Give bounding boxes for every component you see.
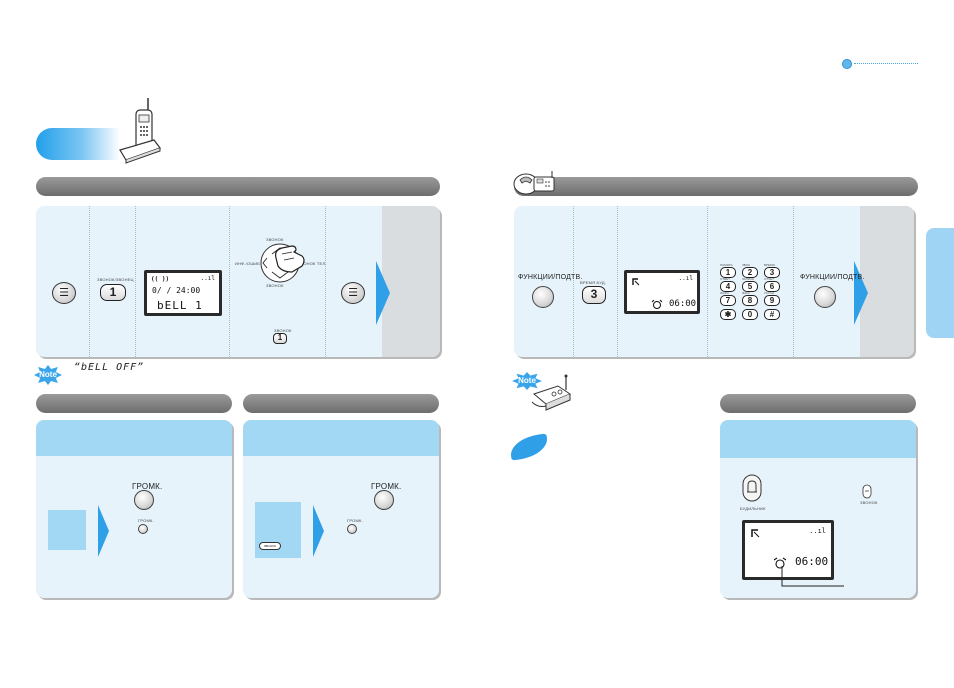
handset-section-tab — [36, 128, 120, 160]
signal-icon — [751, 529, 760, 538]
alarm-clock-icon — [651, 299, 663, 309]
base-section-bar — [514, 177, 918, 196]
func-confirm-button-1[interactable] — [532, 286, 554, 308]
finger-pointer-icon — [275, 245, 305, 273]
lcd-signal-right: ..ıl — [809, 527, 826, 535]
sub-bar-right — [720, 394, 916, 413]
sub-panel-right: БУДИЛЬНИК ЗВОНОК ..ıl 06:00 — [720, 420, 916, 598]
gromk-button[interactable] — [374, 490, 394, 510]
section-dot-icon — [842, 59, 852, 69]
nav-left-caption: ИНФ./ОШИБ — [235, 261, 261, 266]
sub-panel-mid: ЗВОНОК ГРОМК. ГРОМК. — [243, 420, 439, 598]
sub-panel-left: ГРОМК. ГРОМК. — [36, 420, 232, 598]
keypad-caption: ОТЧЕТ — [764, 277, 774, 281]
func-label-1: ФУНКЦИИ/ПОДТВ. — [518, 274, 583, 281]
keypad-caption: УСТАН — [764, 291, 774, 295]
gromk-label: ГРОМК. — [132, 482, 163, 491]
note-text: “bELL OFF” — [74, 362, 145, 373]
key-1-button[interactable]: 1 — [100, 284, 126, 301]
keypad-caption: ЗАПИСЬ — [742, 277, 755, 281]
zvonok-tag[interactable]: ЗВОНОК — [259, 542, 281, 550]
lcd-bell-level: bELL 1 — [157, 299, 203, 312]
keypad-caption: ФАКС — [742, 291, 751, 295]
keypad-key[interactable]: ✱ — [720, 309, 736, 320]
chapter-side-tab — [926, 228, 954, 338]
bell-caption: БУДИЛЬНИК — [740, 506, 766, 511]
small-key-1[interactable]: 1 — [273, 333, 287, 344]
cordless-phone-icon — [119, 98, 161, 164]
func-confirm-button-2[interactable] — [814, 286, 836, 308]
alarm-lcd: ..ıl 06:00 — [742, 520, 834, 580]
keypad-key[interactable]: 3 — [764, 267, 780, 278]
note-phone-illustration-icon — [531, 374, 572, 411]
step-arrow — [98, 505, 109, 557]
fax-machine-icon — [513, 171, 555, 195]
lcd-signal-right: ..ıl — [678, 275, 693, 282]
gromk-small-label: ГРОМК. — [347, 518, 363, 523]
keypad-caption: ОТВЕТ — [720, 277, 731, 281]
callout-line — [781, 566, 844, 587]
nav-bottom-caption: ЗВОНОК — [266, 283, 284, 288]
lcd-signal-left: (( )) — [151, 276, 170, 283]
keypad-key[interactable]: 1 — [720, 267, 736, 278]
base-lcd: ..ıl 06:00 — [624, 270, 700, 314]
nav-right-caption: ЗВОНОК ТЕЛ. — [298, 261, 327, 266]
keypad-key[interactable]: 7 — [720, 295, 736, 306]
menu-key-icon-2[interactable]: ☰ — [341, 282, 365, 304]
base-steps-panel: ФУНКЦИИ/ПОДТВ. ВРЕМЯ БУД. 3 ..ıl 06:00 П… — [514, 206, 914, 357]
gromk-label: ГРОМК. — [371, 482, 402, 491]
handset-lcd: (( )) ..ıl 0/ / 24:00 bELL 1 — [144, 270, 222, 316]
keypad-key[interactable]: 0 — [742, 309, 758, 320]
lcd-signal-right: ..ıl — [200, 275, 215, 282]
lcd-alarm-time: 06:00 — [795, 555, 829, 568]
small-caption: ЗВОНОК — [860, 500, 878, 505]
nav-top-caption: ЗВОНОК — [266, 237, 284, 242]
keypad-key[interactable]: 5 — [742, 281, 758, 292]
sub-bar-mid — [243, 394, 439, 413]
handset-section-bar — [36, 177, 440, 196]
step-arrow — [376, 261, 390, 325]
menu-key-icon[interactable]: ☰ — [52, 282, 76, 304]
keypad-key[interactable]: 4 — [720, 281, 736, 292]
gromk-button[interactable] — [134, 490, 154, 510]
note-badge-icon-2: Note — [512, 372, 542, 390]
step-arrow — [313, 505, 324, 557]
gromk-small-button[interactable] — [347, 524, 357, 534]
highlight-box — [48, 510, 86, 550]
keypad-key[interactable]: # — [764, 309, 780, 320]
key-1-caption: ЗВОНОК/ЗВОНЕЦ — [97, 277, 134, 282]
keypad-caption: ПАМЯТЬ — [720, 263, 733, 267]
handset-steps-panel: ☰ ЗВОНОК/ЗВОНЕЦ 1 (( )) ..ıl 0/ / 24:00 … — [36, 206, 440, 357]
key-3-button[interactable]: 3 — [582, 286, 606, 304]
small-key-caption: ЗВОНОК — [274, 328, 292, 333]
alarm-clock-icon — [773, 557, 787, 569]
note-badge-icon: Note — [34, 365, 62, 385]
gromk-small-label: ГРОМК. — [138, 518, 154, 523]
keypad-key[interactable]: 2 — [742, 267, 758, 278]
key-3-caption: ВРЕМЯ БУД. — [580, 280, 607, 285]
keypad-key[interactable]: 6 — [764, 281, 780, 292]
keypad-key[interactable]: 8 — [742, 295, 758, 306]
section-dotted-line — [854, 63, 918, 64]
step-arrow — [854, 261, 868, 325]
small-switch-icon[interactable] — [862, 484, 872, 500]
bell-icon[interactable] — [742, 474, 762, 502]
lcd-alarm-time: 06:00 — [669, 299, 697, 309]
keypad-caption: ВРЕМЯ — [764, 263, 775, 267]
signal-icon — [632, 278, 640, 286]
keypad-caption: ИНФО — [720, 291, 729, 295]
leaf-bullet-icon — [508, 433, 550, 461]
keypad-key[interactable]: 9 — [764, 295, 780, 306]
func-label-2: ФУНКЦИИ/ПОДТВ. — [800, 274, 865, 281]
lcd-date-time: 0/ / 24:00 — [152, 286, 201, 295]
gromk-small-button[interactable] — [138, 524, 148, 534]
sub-bar-left — [36, 394, 232, 413]
keypad-caption: ЗВОН — [742, 263, 751, 267]
